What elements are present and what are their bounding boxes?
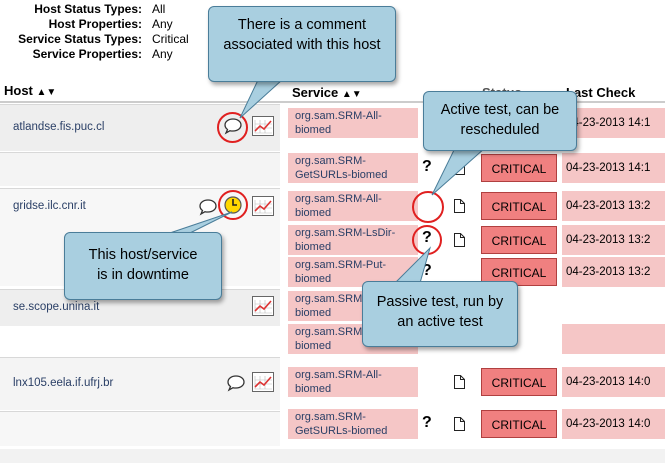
passive-test-callout: Passive test, run by an active test [362, 281, 518, 347]
service-cell: org.sam.SRM-GetSURLs-biomed [288, 153, 418, 183]
host-link[interactable]: gridse.ilc.cnr.it [13, 200, 86, 212]
notes-icon[interactable] [454, 375, 465, 389]
sort-arrows-icon[interactable]: ▲▼ [36, 87, 57, 98]
status-badge: CRITICAL [481, 154, 557, 182]
last-check-value: 04-23-2013 14:0 [562, 367, 665, 397]
performance-graph-icon[interactable] [252, 196, 274, 216]
last-check-header-label: Last Check [566, 85, 636, 100]
host-link[interactable]: atlandse.fis.puc.cl [13, 121, 105, 133]
callout-text: There is a comment associated with this … [223, 17, 381, 53]
service-cell: org.sam.SRM-GetSURLs-biomed [288, 409, 418, 439]
active-test-callout: Active test, can be rescheduled [423, 91, 577, 151]
last-check-value: 04-23-2013 13:2 [562, 225, 665, 255]
comment-callout: There is a comment associated with this … [208, 6, 396, 82]
row-strip [0, 449, 665, 463]
service-link[interactable]: org.sam.SRM-All-biomed [295, 193, 382, 219]
last-check-value [562, 324, 665, 354]
service-link[interactable]: org.sam.SRM-LsDir-biomed [295, 227, 396, 253]
column-header-last-check[interactable]: Last Check [566, 85, 635, 100]
comment-icon[interactable] [226, 374, 246, 392]
host-link[interactable]: se.scope.unina.it [13, 301, 100, 313]
column-header-service[interactable]: Service ▲▼ [292, 85, 362, 100]
table-row: org.sam.SRM-All-biomed 04-23-2013 14:1 [288, 108, 665, 138]
service-cell: org.sam.SRM-All-biomed [288, 367, 418, 397]
last-check-value: 04-23-2013 14:1 [562, 108, 665, 138]
filter-summary: Host Status Types: All Host Properties: … [0, 2, 200, 68]
status-badge: CRITICAL [481, 410, 557, 438]
service-cell: org.sam.SRM-LsDir-biomed [288, 225, 418, 255]
passive-check-icon: ? [422, 262, 432, 279]
last-check-value: 04-23-2013 14:0 [562, 409, 665, 439]
service-link[interactable]: org.sam.SRM-GetSURLs-biomed [295, 411, 388, 437]
passive-check-icon: ? [422, 158, 432, 175]
downtime-highlight-ring [218, 190, 248, 220]
host-header-label: Host [4, 83, 33, 98]
host-link[interactable]: lnx105.eela.if.ufrj.br [13, 377, 114, 389]
service-link[interactable]: org.sam.SRM-All-biomed [295, 110, 382, 136]
performance-graph-icon[interactable] [252, 296, 274, 316]
table-row: org.sam.SRM-All-biomed CRITICAL 04-23-20… [288, 191, 665, 221]
performance-graph-icon[interactable] [252, 372, 274, 392]
filter-value: All [152, 2, 166, 16]
callout-text: Passive test, run by an active test [376, 294, 504, 330]
last-check-value: 04-23-2013 13:2 [562, 257, 665, 287]
column-header-host[interactable]: Host ▲▼ [4, 83, 56, 98]
filter-value: Any [152, 47, 173, 61]
service-cell: org.sam.SRM-All-biomed [288, 191, 418, 221]
service-cell: org.sam.SRM-All-biomed [288, 108, 418, 138]
notes-icon[interactable] [454, 233, 465, 247]
comment-icon[interactable] [198, 198, 218, 216]
filter-value: Any [152, 17, 173, 31]
service-header-label: Service [292, 85, 339, 100]
service-link[interactable]: org.sam.SRM-All-biomed [295, 293, 382, 319]
performance-graph-icon[interactable] [252, 116, 274, 136]
last-check-value: 04-23-2013 13:2 [562, 191, 665, 221]
table-row: org.sam.SRM-LsDir-biomed ? CRITICAL 04-2… [288, 225, 665, 255]
header-divider [0, 101, 665, 103]
service-link[interactable]: org.sam.SRM-Put-biomed [295, 259, 387, 285]
last-check-value: 04-23-2013 14:1 [562, 153, 665, 183]
sort-arrows-icon[interactable]: ▲▼ [341, 89, 362, 100]
notes-icon[interactable] [454, 417, 465, 431]
filter-label: Service Properties: [32, 47, 142, 61]
table-row: org.sam.SRM-All-biomed CRITICAL 04-23-20… [288, 367, 665, 397]
downtime-callout: This host/service is in downtime [64, 232, 222, 300]
callout-text: Active test, can be rescheduled [440, 102, 560, 138]
filter-value: Critical [152, 32, 189, 46]
host-cell-empty [0, 411, 280, 446]
filter-label: Service Status Types: [18, 32, 142, 46]
callout-text: This host/service is in downtime [88, 247, 198, 283]
active-test-highlight-ring [412, 191, 444, 223]
table-row: org.sam.SRM-GetSURLs-biomed ? CRITICAL 0… [288, 153, 665, 183]
passive-check-icon: ? [422, 414, 432, 431]
service-link[interactable]: org.sam.SRM-All-biomed [295, 369, 382, 395]
status-badge: CRITICAL [481, 192, 557, 220]
status-badge: CRITICAL [481, 226, 557, 254]
filter-label: Host Status Types: [34, 2, 142, 16]
table-row: org.sam.SRM-GetSURLs-biomed ? CRITICAL 0… [288, 409, 665, 439]
host-cell-empty [0, 152, 280, 186]
comment-highlight-ring [217, 112, 248, 143]
service-link[interactable]: org.sam.SRM-GetSURLs-biomed [295, 155, 388, 181]
status-badge: CRITICAL [481, 368, 557, 396]
filter-label: Host Properties: [48, 17, 142, 31]
notes-icon[interactable] [454, 199, 465, 213]
